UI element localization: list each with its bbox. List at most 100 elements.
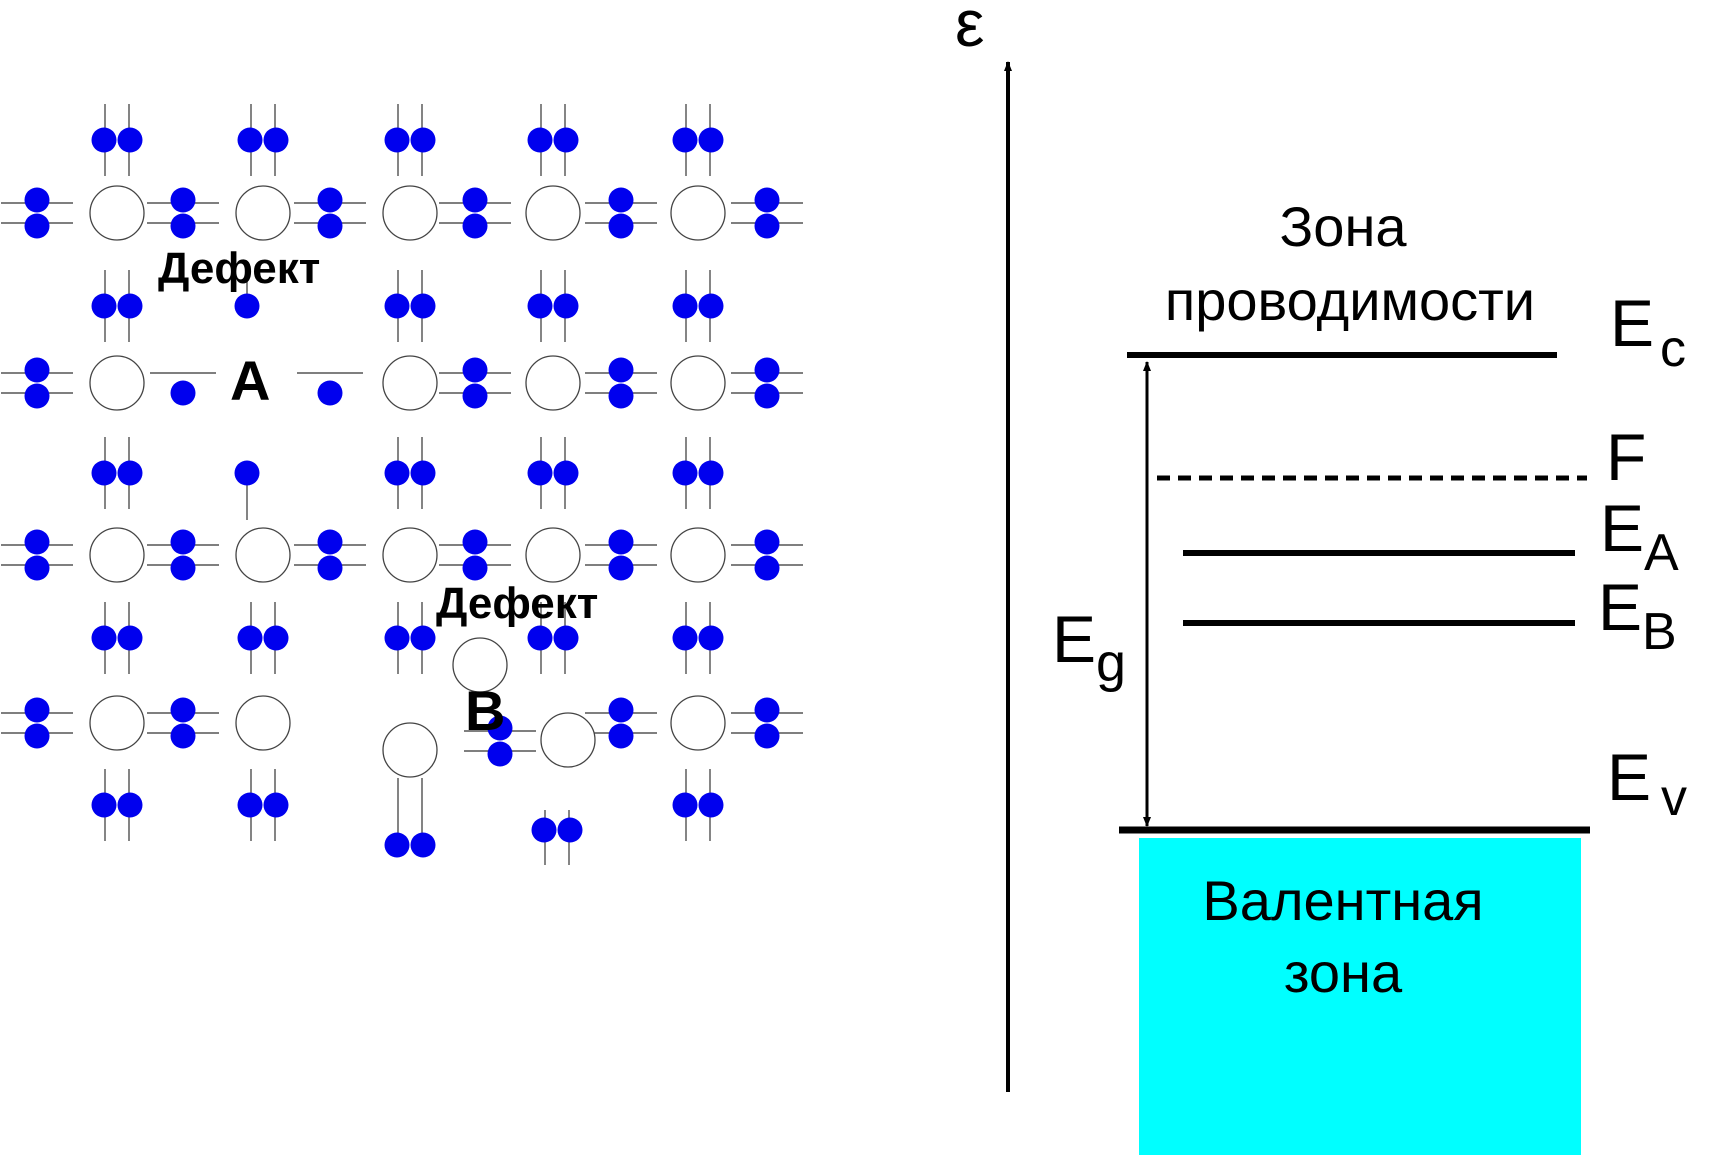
electron bbox=[317, 213, 343, 239]
electron bbox=[117, 460, 143, 486]
electron bbox=[672, 293, 698, 319]
electron bbox=[384, 832, 410, 858]
electron bbox=[117, 293, 143, 319]
conduction-band-label-line2: проводимости bbox=[1165, 269, 1535, 332]
ev-label-sub: v bbox=[1661, 769, 1687, 827]
electron bbox=[462, 555, 488, 581]
electron bbox=[754, 529, 780, 555]
electron bbox=[557, 817, 583, 843]
atom bbox=[382, 527, 438, 583]
electron bbox=[170, 723, 196, 749]
electron bbox=[170, 529, 196, 555]
ea-label-sub: A bbox=[1644, 524, 1679, 582]
electron bbox=[462, 383, 488, 409]
electron bbox=[384, 293, 410, 319]
atom bbox=[670, 185, 726, 241]
electron bbox=[754, 383, 780, 409]
atom bbox=[525, 355, 581, 411]
electron bbox=[263, 127, 289, 153]
valence-band-label-line1: Валентная bbox=[1202, 869, 1483, 932]
eg-label-main: E bbox=[1052, 602, 1096, 676]
electron bbox=[24, 213, 50, 239]
electron bbox=[462, 187, 488, 213]
electron bbox=[237, 625, 263, 651]
electron bbox=[317, 555, 343, 581]
electron bbox=[384, 625, 410, 651]
electron bbox=[698, 792, 724, 818]
ea-label: EA bbox=[1600, 491, 1679, 582]
defect-b-letter: B bbox=[465, 679, 505, 742]
electron bbox=[672, 460, 698, 486]
eg-label: Eg bbox=[1052, 602, 1126, 693]
electron bbox=[91, 460, 117, 486]
atom bbox=[670, 695, 726, 751]
eg-label-sub: g bbox=[1096, 633, 1126, 693]
electron bbox=[608, 213, 634, 239]
electron bbox=[24, 529, 50, 555]
atom bbox=[540, 712, 596, 768]
electron bbox=[117, 127, 143, 153]
electron bbox=[527, 127, 553, 153]
atom bbox=[235, 527, 291, 583]
atom bbox=[382, 185, 438, 241]
electron bbox=[24, 723, 50, 749]
electron bbox=[754, 555, 780, 581]
defect-a-letter: A bbox=[230, 349, 270, 412]
electron bbox=[317, 529, 343, 555]
energy-axis-symbol: ε bbox=[955, 0, 984, 60]
electron bbox=[608, 383, 634, 409]
eb-label-sub: B bbox=[1642, 603, 1677, 661]
electron bbox=[91, 792, 117, 818]
electron bbox=[410, 460, 436, 486]
lattice-electrons bbox=[24, 127, 780, 858]
electron bbox=[170, 697, 196, 723]
electron bbox=[24, 187, 50, 213]
electron bbox=[410, 127, 436, 153]
electron bbox=[487, 715, 513, 741]
ec-label-sub: c bbox=[1660, 320, 1686, 378]
electron bbox=[553, 293, 579, 319]
electron bbox=[608, 357, 634, 383]
electron bbox=[553, 625, 579, 651]
electron bbox=[170, 187, 196, 213]
defect-b-caption: Дефект bbox=[436, 579, 598, 628]
electron bbox=[384, 460, 410, 486]
eb-label-main: E bbox=[1598, 570, 1642, 644]
electron bbox=[553, 127, 579, 153]
electron bbox=[487, 741, 513, 767]
atom bbox=[525, 527, 581, 583]
electron bbox=[698, 127, 724, 153]
electron bbox=[237, 792, 263, 818]
electron bbox=[672, 625, 698, 651]
electron bbox=[317, 187, 343, 213]
electron bbox=[170, 380, 196, 406]
electron bbox=[608, 187, 634, 213]
ev-label-main: E bbox=[1607, 740, 1651, 814]
electron bbox=[754, 357, 780, 383]
atom bbox=[89, 355, 145, 411]
electron bbox=[410, 625, 436, 651]
electron bbox=[462, 529, 488, 555]
atom bbox=[670, 355, 726, 411]
electron bbox=[698, 625, 724, 651]
electron bbox=[608, 723, 634, 749]
atom bbox=[525, 185, 581, 241]
electron bbox=[91, 625, 117, 651]
electron bbox=[608, 555, 634, 581]
electron bbox=[91, 127, 117, 153]
electron bbox=[672, 127, 698, 153]
electron bbox=[527, 293, 553, 319]
electron bbox=[608, 529, 634, 555]
electron bbox=[754, 723, 780, 749]
electron bbox=[608, 697, 634, 723]
electron bbox=[234, 293, 260, 319]
electron bbox=[170, 555, 196, 581]
valence-band-label-line2: зона bbox=[1284, 941, 1403, 1004]
electron bbox=[462, 357, 488, 383]
electron bbox=[527, 625, 553, 651]
valence-band-block bbox=[1139, 838, 1581, 1155]
electron bbox=[263, 792, 289, 818]
